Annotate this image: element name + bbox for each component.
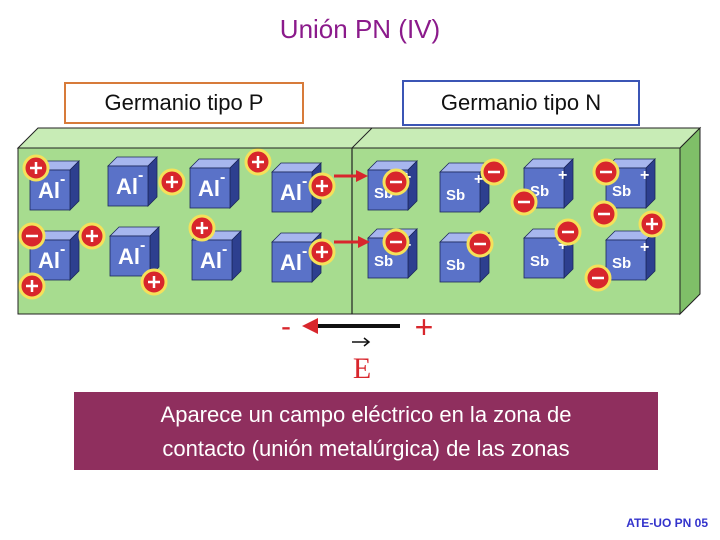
aluminium-label: Al bbox=[116, 174, 138, 199]
p-region-label: Germanio tipo P bbox=[64, 82, 304, 124]
electron-carrier bbox=[554, 218, 582, 246]
antimony-label: Sb bbox=[530, 253, 549, 270]
aluminium-label: Al bbox=[38, 248, 60, 273]
field-minus-sign: - bbox=[281, 310, 291, 343]
electron-carrier bbox=[480, 158, 508, 186]
antimony-label: Sb bbox=[374, 253, 393, 270]
positive-ion-sign: + bbox=[558, 167, 567, 184]
negative-ion-sign: - bbox=[302, 173, 307, 190]
negative-ion-sign: - bbox=[140, 237, 145, 254]
antimony-label: Sb bbox=[612, 255, 631, 272]
antimony-label: Sb bbox=[446, 257, 465, 274]
hole-carrier bbox=[308, 172, 336, 200]
diffusion-arrow bbox=[334, 236, 370, 248]
diffusion-arrows bbox=[334, 170, 370, 248]
slab-top-face bbox=[16, 127, 702, 149]
n-region-label: Germanio tipo N bbox=[402, 80, 640, 126]
aluminium-label: Al bbox=[198, 176, 220, 201]
charge-carriers bbox=[18, 148, 666, 300]
aluminium-label: Al bbox=[118, 244, 140, 269]
field-vector-head bbox=[363, 337, 371, 347]
acceptor-atom-cube: Al- bbox=[109, 226, 160, 277]
hole-carrier bbox=[140, 268, 168, 296]
electron-carrier bbox=[510, 188, 538, 216]
antimony-label: Sb bbox=[612, 183, 631, 200]
acceptor-atom-cube: Al- bbox=[271, 232, 322, 283]
negative-ion-sign: - bbox=[60, 241, 65, 258]
negative-ion-sign: - bbox=[220, 169, 225, 186]
aluminium-label: Al bbox=[38, 178, 60, 203]
electron-carrier bbox=[382, 228, 410, 256]
acceptor-atom-cube: Al- bbox=[271, 162, 322, 213]
electron-carrier bbox=[592, 158, 620, 186]
negative-ion-sign: - bbox=[60, 171, 65, 188]
hole-carrier bbox=[188, 214, 216, 242]
electron-carrier bbox=[590, 200, 618, 228]
hole-carrier bbox=[308, 238, 336, 266]
hole-carrier bbox=[78, 222, 106, 250]
caption-box: Aparece un campo eléctrico en la zona de… bbox=[74, 392, 658, 470]
positive-ion-sign: + bbox=[474, 171, 483, 188]
caption-line-2: contacto (unión metalúrgica) de las zona… bbox=[162, 436, 570, 461]
acceptor-atom-cube: Al- bbox=[189, 158, 240, 209]
donor-atom-cube: Sb + bbox=[605, 230, 656, 281]
positive-ion-sign: + bbox=[640, 239, 649, 256]
aluminium-label: Al bbox=[280, 180, 302, 205]
positive-ion-sign: + bbox=[640, 167, 649, 184]
electron-carrier bbox=[466, 230, 494, 258]
hole-carrier bbox=[244, 148, 272, 176]
slide-title: Unión PN (IV) bbox=[279, 14, 441, 44]
field-plus-sign: + bbox=[415, 309, 434, 345]
slab-side-face bbox=[679, 126, 701, 316]
negative-ion-sign: - bbox=[138, 167, 143, 184]
caption-line-1: Aparece un campo eléctrico en la zona de bbox=[160, 402, 572, 427]
junction-top-line bbox=[351, 127, 373, 149]
diffusion-arrow bbox=[334, 170, 368, 182]
donor-atom-cube: Sb+ bbox=[523, 158, 574, 209]
aluminium-label: Al bbox=[280, 250, 302, 275]
field-symbol: E bbox=[353, 352, 371, 385]
hole-carrier bbox=[638, 210, 666, 238]
hole-carrier bbox=[22, 154, 50, 182]
negative-ion-sign: - bbox=[222, 241, 227, 258]
hole-carrier bbox=[18, 272, 46, 300]
antimony-label: Sb bbox=[446, 187, 465, 204]
positive-ion-sign: + bbox=[558, 237, 567, 254]
hole-carrier bbox=[158, 168, 186, 196]
electron-carrier bbox=[18, 222, 46, 250]
negative-ion-sign: - bbox=[302, 243, 307, 260]
field-arrow-head bbox=[302, 318, 318, 334]
acceptor-atom-cube: Al- bbox=[107, 156, 158, 207]
electron-carrier bbox=[584, 264, 612, 292]
electron-carrier bbox=[382, 168, 410, 196]
aluminium-label: Al bbox=[200, 248, 222, 273]
slide-footer: ATE-UO PN 05 bbox=[626, 516, 708, 530]
